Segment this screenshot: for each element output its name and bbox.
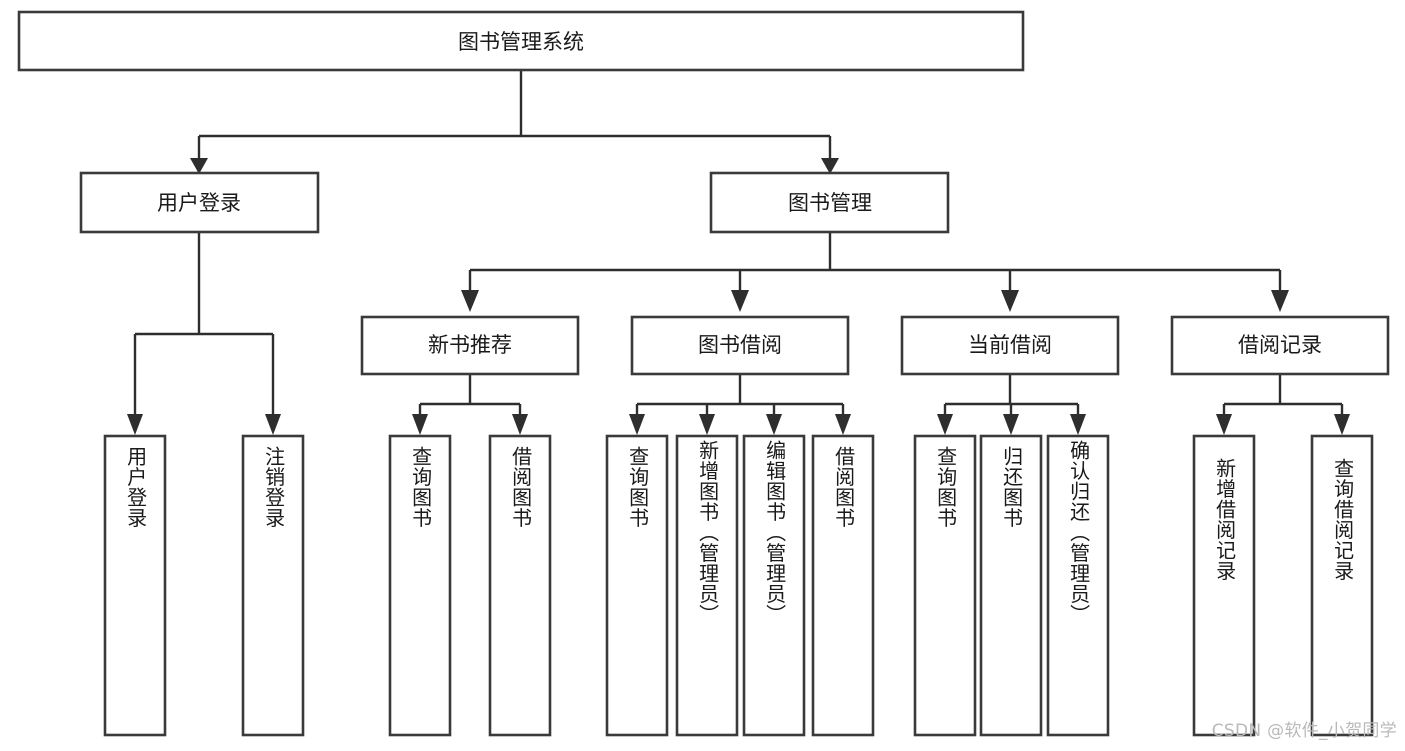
arrowhead-leaf-return-book (1003, 414, 1019, 435)
node-box-leaf-borrow-book-1[interactable] (488, 434, 552, 737)
leaf-label-container-edit-book: 编辑图书（管理员） (744, 436, 804, 735)
leaf-label-return-book: 归还图书 (999, 446, 1024, 528)
node-box-book-management[interactable] (709, 171, 950, 234)
arrowhead-borrow-record (1271, 290, 1289, 312)
leaf-label-confirm-return: 确认归还（管理员） (1066, 440, 1091, 625)
node-box-leaf-add-book[interactable] (675, 434, 739, 737)
leaf-label-container-logout-login: 注销登录 (243, 436, 303, 735)
node-box-borrow-record[interactable] (1170, 315, 1390, 376)
leaf-label-query-book-2: 查询图书 (625, 446, 650, 528)
leaf-label-container-return-book: 归还图书 (981, 436, 1041, 735)
node-label-title: 图书管理系统 (458, 30, 584, 54)
arrowhead-leaf-borrow-book-1 (512, 414, 528, 435)
node-box-leaf-query-borrow-record[interactable] (1310, 434, 1374, 737)
node-label-current-borrow: 当前借阅 (968, 333, 1052, 357)
node-current-borrow[interactable]: 当前借阅 (900, 315, 1120, 376)
leaf-label-container-query-book-1: 查询图书 (390, 436, 450, 735)
node-label-book-management: 图书管理 (788, 191, 872, 215)
leaf-label-query-book-1: 查询图书 (408, 446, 433, 528)
leaf-label-add-book: 新增图书（管理员） (695, 440, 720, 625)
arrowhead-leaf-add-borrow-record (1216, 414, 1232, 435)
arrowhead-leaf-query-book-1 (412, 414, 428, 435)
leaf-label-container-confirm-return: 确认归还（管理员） (1048, 436, 1108, 735)
leaf-label-query-borrow-record: 查询借阅记录 (1330, 458, 1355, 581)
node-box-user-login[interactable] (79, 171, 320, 234)
connector-layer (127, 70, 1350, 435)
leaf-box-layer (103, 434, 1374, 737)
node-label-user-login: 用户登录 (157, 191, 241, 215)
arrowhead-user-login (190, 158, 208, 174)
leaf-label-container-add-borrow-record: 新增借阅记录 (1194, 436, 1254, 735)
arrowhead-book-borrow (731, 290, 749, 312)
node-box-title[interactable] (17, 10, 1025, 72)
arrowhead-leaf-user-login (127, 414, 143, 435)
node-box-leaf-confirm-return[interactable] (1046, 434, 1110, 737)
node-box-leaf-query-book-3[interactable] (913, 434, 977, 737)
leaf-label-borrow-book-2: 借阅图书 (831, 446, 856, 528)
arrowhead-leaf-edit-book (766, 414, 782, 435)
node-box-new-book-recommend[interactable] (360, 315, 580, 376)
node-box-book-borrow[interactable] (630, 315, 850, 376)
leaf-label-edit-book: 编辑图书（管理员） (762, 440, 787, 625)
node-label-new-book-recommend: 新书推荐 (428, 333, 512, 357)
arrowhead-leaf-query-book-2 (629, 414, 645, 435)
node-box-leaf-add-borrow-record[interactable] (1192, 434, 1256, 737)
arrowhead-leaf-borrow-book-2 (835, 414, 851, 435)
node-box-leaf-logout-login[interactable] (241, 434, 305, 737)
leaf-label-query-book-3: 查询图书 (933, 446, 958, 528)
arrowhead-new-book-recommend (461, 290, 479, 312)
node-new-book-recommend[interactable]: 新书推荐 (360, 315, 580, 376)
leaf-label-user-login: 用户登录 (123, 446, 148, 528)
node-label-book-borrow: 图书借阅 (698, 333, 782, 357)
arrowhead-leaf-logout-login (265, 414, 281, 435)
arrowhead-leaf-query-book-3 (937, 414, 953, 435)
arrowhead-leaf-query-borrow-record (1334, 414, 1350, 435)
arrowhead-book-management (821, 158, 839, 174)
leaf-label-container-query-book-2: 查询图书 (607, 436, 667, 735)
node-label-borrow-record: 借阅记录 (1238, 333, 1322, 357)
arrowhead-leaf-add-book (699, 414, 715, 435)
node-book-borrow[interactable]: 图书借阅 (630, 315, 850, 376)
leaf-label-container-borrow-book-1: 借阅图书 (490, 436, 550, 735)
leaf-label-container-query-book-3: 查询图书 (915, 436, 975, 735)
node-book-management-system[interactable]: 图书管理系统 (17, 10, 1025, 72)
leaf-label-container-borrow-book-2: 借阅图书 (813, 436, 873, 735)
arrowhead-leaf-confirm-return (1070, 414, 1086, 435)
leaf-label-container-add-book: 新增图书（管理员） (677, 436, 737, 735)
node-box-leaf-return-book[interactable] (979, 434, 1043, 737)
leaf-label-container-user-login: 用户登录 (105, 436, 165, 735)
node-box-leaf-borrow-book-2[interactable] (811, 434, 875, 737)
node-box-leaf-user-login[interactable] (103, 434, 167, 737)
node-box-current-borrow[interactable] (900, 315, 1120, 376)
leaf-label-add-borrow-record: 新增借阅记录 (1212, 458, 1237, 581)
leaf-label-container-query-borrow-record: 查询借阅记录 (1312, 436, 1372, 735)
node-user-login[interactable]: 用户登录 (79, 171, 320, 234)
arrowhead-current-borrow (1001, 290, 1019, 312)
node-borrow-record[interactable]: 借阅记录 (1170, 315, 1390, 376)
node-box-leaf-edit-book[interactable] (742, 434, 806, 737)
node-box-leaf-query-book-1[interactable] (388, 434, 452, 737)
node-box-leaf-query-book-2[interactable] (605, 434, 669, 737)
leaf-label-logout-login: 注销登录 (261, 446, 286, 528)
leaf-label-borrow-book-1: 借阅图书 (508, 446, 533, 528)
node-book-management[interactable]: 图书管理 (709, 171, 950, 234)
